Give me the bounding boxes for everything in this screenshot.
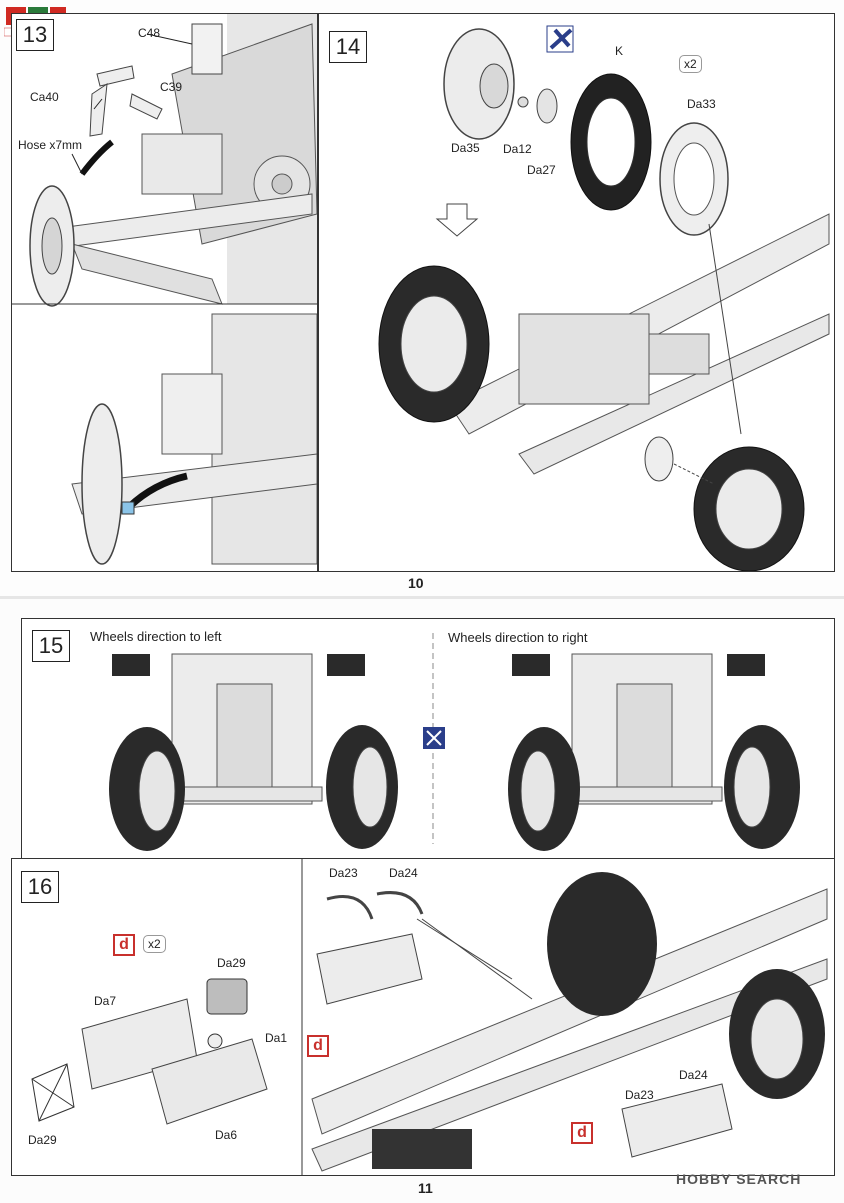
part-label-hose: Hose x7mm <box>18 138 83 152</box>
step-14-number: 14 <box>329 31 367 63</box>
step-13-number: 13 <box>16 19 54 51</box>
step-16-number: 16 <box>21 871 59 903</box>
part-label-da7: Da7 <box>94 994 117 1008</box>
caption-wheels-left: Wheels direction to left <box>90 629 222 644</box>
step-15-panel: 15 Wheels direction to left Wheels direc… <box>21 618 835 860</box>
multiplier-badge: x2 <box>679 55 702 73</box>
caption-wheels-right: Wheels direction to right <box>448 630 588 645</box>
direction-arrow-icon <box>423 727 445 749</box>
step-16-panel: 16 d x2 Da29 Da7 Da1 <box>11 858 835 1176</box>
step-16-illustration <box>31 859 828 1175</box>
part-label-da24-bottom: Da24 <box>679 1068 708 1082</box>
step-13-illustration <box>12 14 317 565</box>
part-label-da23-top: Da23 <box>329 866 358 880</box>
multiplier-badge-16: x2 <box>143 935 166 953</box>
part-label-da1: Da1 <box>265 1031 288 1045</box>
part-label-da29-bottom: Da29 <box>28 1133 57 1147</box>
part-label-da23-bottom: Da23 <box>625 1088 654 1102</box>
page-number-10: 10 <box>408 575 424 591</box>
part-label-ca40: Ca40 <box>30 90 59 104</box>
part-label-c48: C48 <box>138 26 161 40</box>
part-label-da27: Da27 <box>527 163 556 177</box>
part-label-da33: Da33 <box>687 97 716 111</box>
down-arrow-icon <box>435 203 479 237</box>
step-14-panel: 14 <box>318 13 835 572</box>
step-15-illustration <box>109 633 800 851</box>
part-label-k: K <box>615 44 624 58</box>
part-label-da29-top: Da29 <box>217 956 246 970</box>
sub-assembly-d-left: d <box>307 1035 329 1057</box>
manual-page-11: 15 Wheels direction to left Wheels direc… <box>0 596 844 1203</box>
sub-assembly-d-right: d <box>571 1122 593 1144</box>
step-15-number: 15 <box>32 630 70 662</box>
part-label-da35: Da35 <box>451 141 480 155</box>
step-14-illustration <box>378 25 830 571</box>
step-13-panel: 13 <box>11 13 318 572</box>
part-label-c39: C39 <box>160 80 183 94</box>
part-label-da24-top: Da24 <box>389 866 418 880</box>
page-number-11: 11 <box>418 1180 433 1196</box>
manual-page-10: 13 <box>0 0 844 596</box>
part-label-da6: Da6 <box>215 1128 238 1142</box>
drill-cut-icon <box>546 25 574 53</box>
sub-assembly-d-badge: d <box>113 934 135 956</box>
part-label-da12: Da12 <box>503 142 532 156</box>
hobby-search-logo: HOBBY SEARCH <box>676 1171 802 1187</box>
